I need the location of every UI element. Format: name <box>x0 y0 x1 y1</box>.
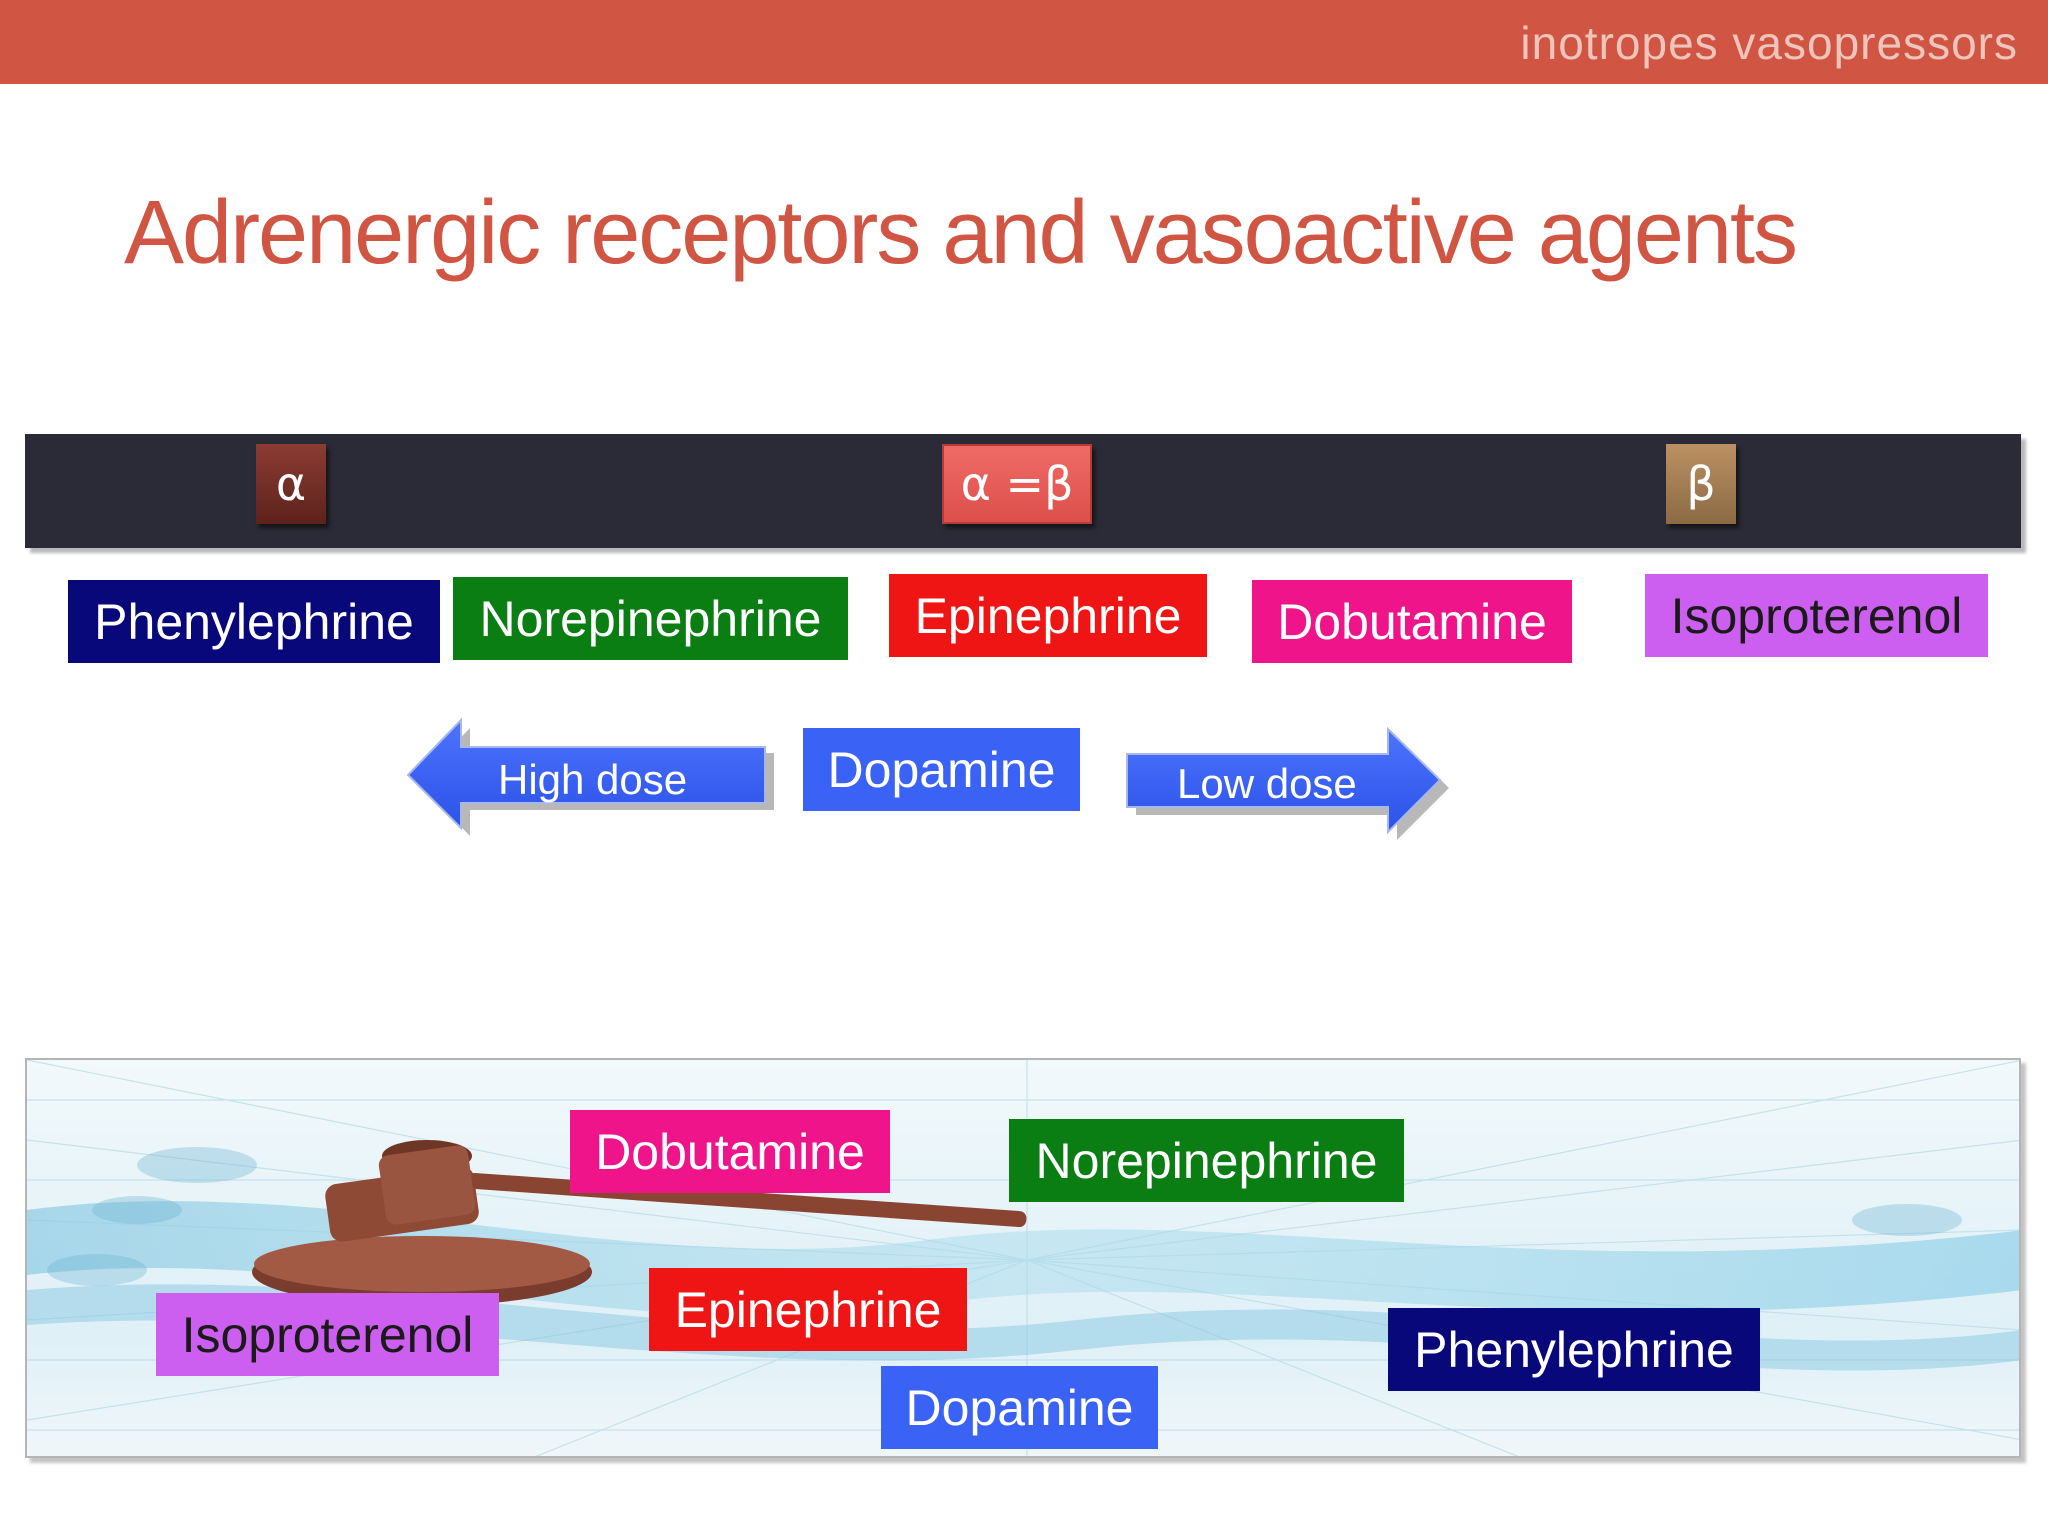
bottom-drug-phenylephrine: Phenylephrine <box>1388 1308 1760 1391</box>
background-wave-graphic <box>27 1060 2019 1456</box>
high-dose-label: High dose <box>498 756 688 803</box>
bottom-drug-dopamine: Dopamine <box>881 1366 1158 1449</box>
alpha-equals-beta-label: α =β <box>942 444 1092 524</box>
bottom-image-panel: Dobutamine Norepinephrine Isoproterenol … <box>25 1058 2021 1458</box>
header-text: inotropes vasopressors <box>1520 17 2018 69</box>
drug-isoproterenol: Isoproterenol <box>1645 574 1988 657</box>
beta-receptor-label: β <box>1666 444 1736 524</box>
bottom-drug-dobutamine: Dobutamine <box>570 1110 890 1193</box>
alpha-receptor-label: α <box>256 444 326 524</box>
low-dose-label: Low dose <box>1177 760 1357 807</box>
arrow-left-icon <box>406 717 774 836</box>
slide-title: Adrenergic receptors and vasoactive agen… <box>124 183 1798 283</box>
arrow-right-icon <box>1126 726 1449 840</box>
bottom-drug-norepinephrine: Norepinephrine <box>1009 1119 1404 1202</box>
header-bar: inotropes vasopressors <box>0 0 2048 84</box>
drug-dobutamine: Dobutamine <box>1252 580 1572 663</box>
bottom-drug-isoproterenol: Isoproterenol <box>156 1293 499 1376</box>
drug-norepinephrine: Norepinephrine <box>453 577 848 660</box>
drug-phenylephrine: Phenylephrine <box>68 580 440 663</box>
drug-dopamine: Dopamine <box>803 728 1080 811</box>
bottom-drug-epinephrine: Epinephrine <box>649 1268 967 1351</box>
drug-epinephrine: Epinephrine <box>889 574 1207 657</box>
